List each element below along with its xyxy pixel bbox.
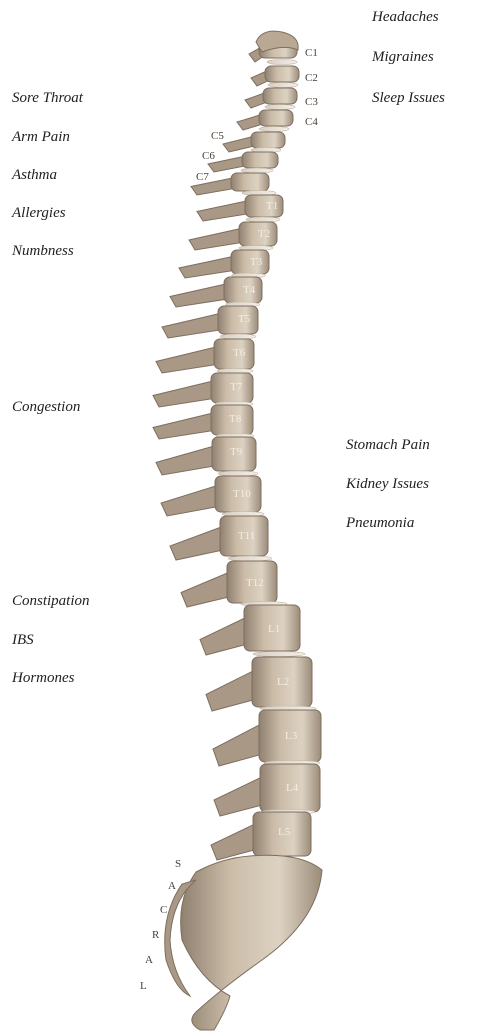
condition-hormones: Hormones (12, 669, 75, 687)
vertebra-process-t2 (189, 228, 245, 250)
vertebra-label-l4: L4 (286, 782, 298, 794)
vertebra-process-t3 (179, 256, 237, 278)
vertebra-process-t4 (170, 284, 230, 308)
disc-c4 (259, 127, 289, 132)
condition-congestion: Congestion (12, 398, 80, 416)
sacral-letter-a1: A (168, 880, 176, 892)
sacrum-bone (181, 855, 322, 1030)
vertebra-process-l2 (206, 670, 258, 712)
disc-t1 (246, 217, 280, 222)
vertebra-label-t3: T3 (250, 256, 262, 268)
condition-kidney-issues: Kidney Issues (346, 475, 429, 493)
vertebra-label-l2: L2 (277, 676, 289, 688)
sacral-letter-l: L (140, 980, 147, 992)
condition-allergies: Allergies (12, 204, 66, 222)
vertebra-label-c6: C6 (202, 150, 215, 162)
condition-stomach-pain: Stomach Pain (346, 436, 430, 454)
vertebra-label-t6: T6 (233, 347, 245, 359)
vertebra-label-c2: C2 (305, 72, 318, 84)
sacral-letter-r: R (152, 929, 159, 941)
vertebra-process-l5 (211, 823, 259, 860)
vertebra-label-t7: T7 (230, 381, 242, 393)
vertebra-process-l3 (213, 723, 265, 766)
disc-l1 (253, 652, 305, 657)
vertebra-process-t8 (153, 413, 217, 440)
condition-numbness: Numbness (12, 242, 74, 260)
vertebra-body-c6 (242, 152, 278, 168)
disc-c3 (265, 105, 295, 110)
vertebra-process-t9 (156, 446, 218, 476)
sacral-letter-c: C (160, 904, 167, 916)
vertebra-label-l5: L5 (278, 826, 290, 838)
disc-t11 (228, 556, 272, 561)
vertebra-process-t10 (161, 485, 221, 516)
vertebra-body-c7 (231, 173, 269, 191)
condition-constipation: Constipation (12, 592, 90, 610)
vertebra-label-c5: C5 (211, 130, 224, 142)
vertebra-label-t11: T11 (238, 530, 255, 542)
disc-t9 (218, 471, 258, 476)
vertebra-body-c3 (263, 88, 297, 104)
vertebra-process-t1 (197, 201, 251, 222)
disc-t5 (220, 334, 256, 339)
vertebra-body-c4 (259, 110, 293, 126)
vertebra-process-t7 (153, 381, 217, 408)
disc-c6 (241, 168, 273, 173)
sacral-letter-a2: A (145, 954, 153, 966)
vertebra-process-t6 (156, 347, 220, 374)
vertebra-body-c2 (265, 66, 299, 82)
vertebra-label-t9: T9 (230, 446, 242, 458)
vertebra-label-l1: L1 (268, 623, 280, 635)
condition-headaches: Headaches (372, 8, 439, 26)
sacral-letter-s: S (175, 858, 181, 870)
vertebra-label-l3: L3 (285, 730, 297, 742)
condition-ibs: IBS (12, 631, 34, 649)
condition-arm-pain: Arm Pain (12, 128, 70, 146)
vertebra-label-t12: T12 (246, 577, 264, 589)
vertebra-process-t12 (181, 572, 233, 608)
disc-c2 (268, 83, 298, 88)
condition-sore-throat: Sore Throat (12, 89, 83, 107)
condition-sleep-issues: Sleep Issues (372, 89, 445, 107)
vertebra-label-c4: C4 (305, 116, 318, 128)
vertebra-process-l1 (200, 617, 250, 656)
vertebra-label-t5: T5 (238, 313, 250, 325)
vertebra-label-c7: C7 (196, 171, 209, 183)
vertebra-label-t10: T10 (233, 488, 251, 500)
vertebra-label-t2: T2 (258, 228, 270, 240)
vertebra-body-c5 (251, 132, 285, 148)
vertebra-label-c3: C3 (305, 96, 318, 108)
vertebra-label-c1: C1 (305, 47, 318, 59)
vertebra-label-t4: T4 (243, 284, 255, 296)
vertebra-process-l4 (214, 776, 266, 816)
vertebra-process-t5 (162, 313, 224, 338)
condition-pneumonia: Pneumonia (346, 514, 414, 532)
condition-migraines: Migraines (372, 48, 434, 66)
condition-asthma: Asthma (12, 166, 57, 184)
vertebra-label-t8: T8 (229, 413, 241, 425)
disc-c1 (267, 60, 297, 65)
vertebra-label-t1: T1 (266, 200, 278, 212)
vertebra-process-t11 (170, 526, 226, 560)
